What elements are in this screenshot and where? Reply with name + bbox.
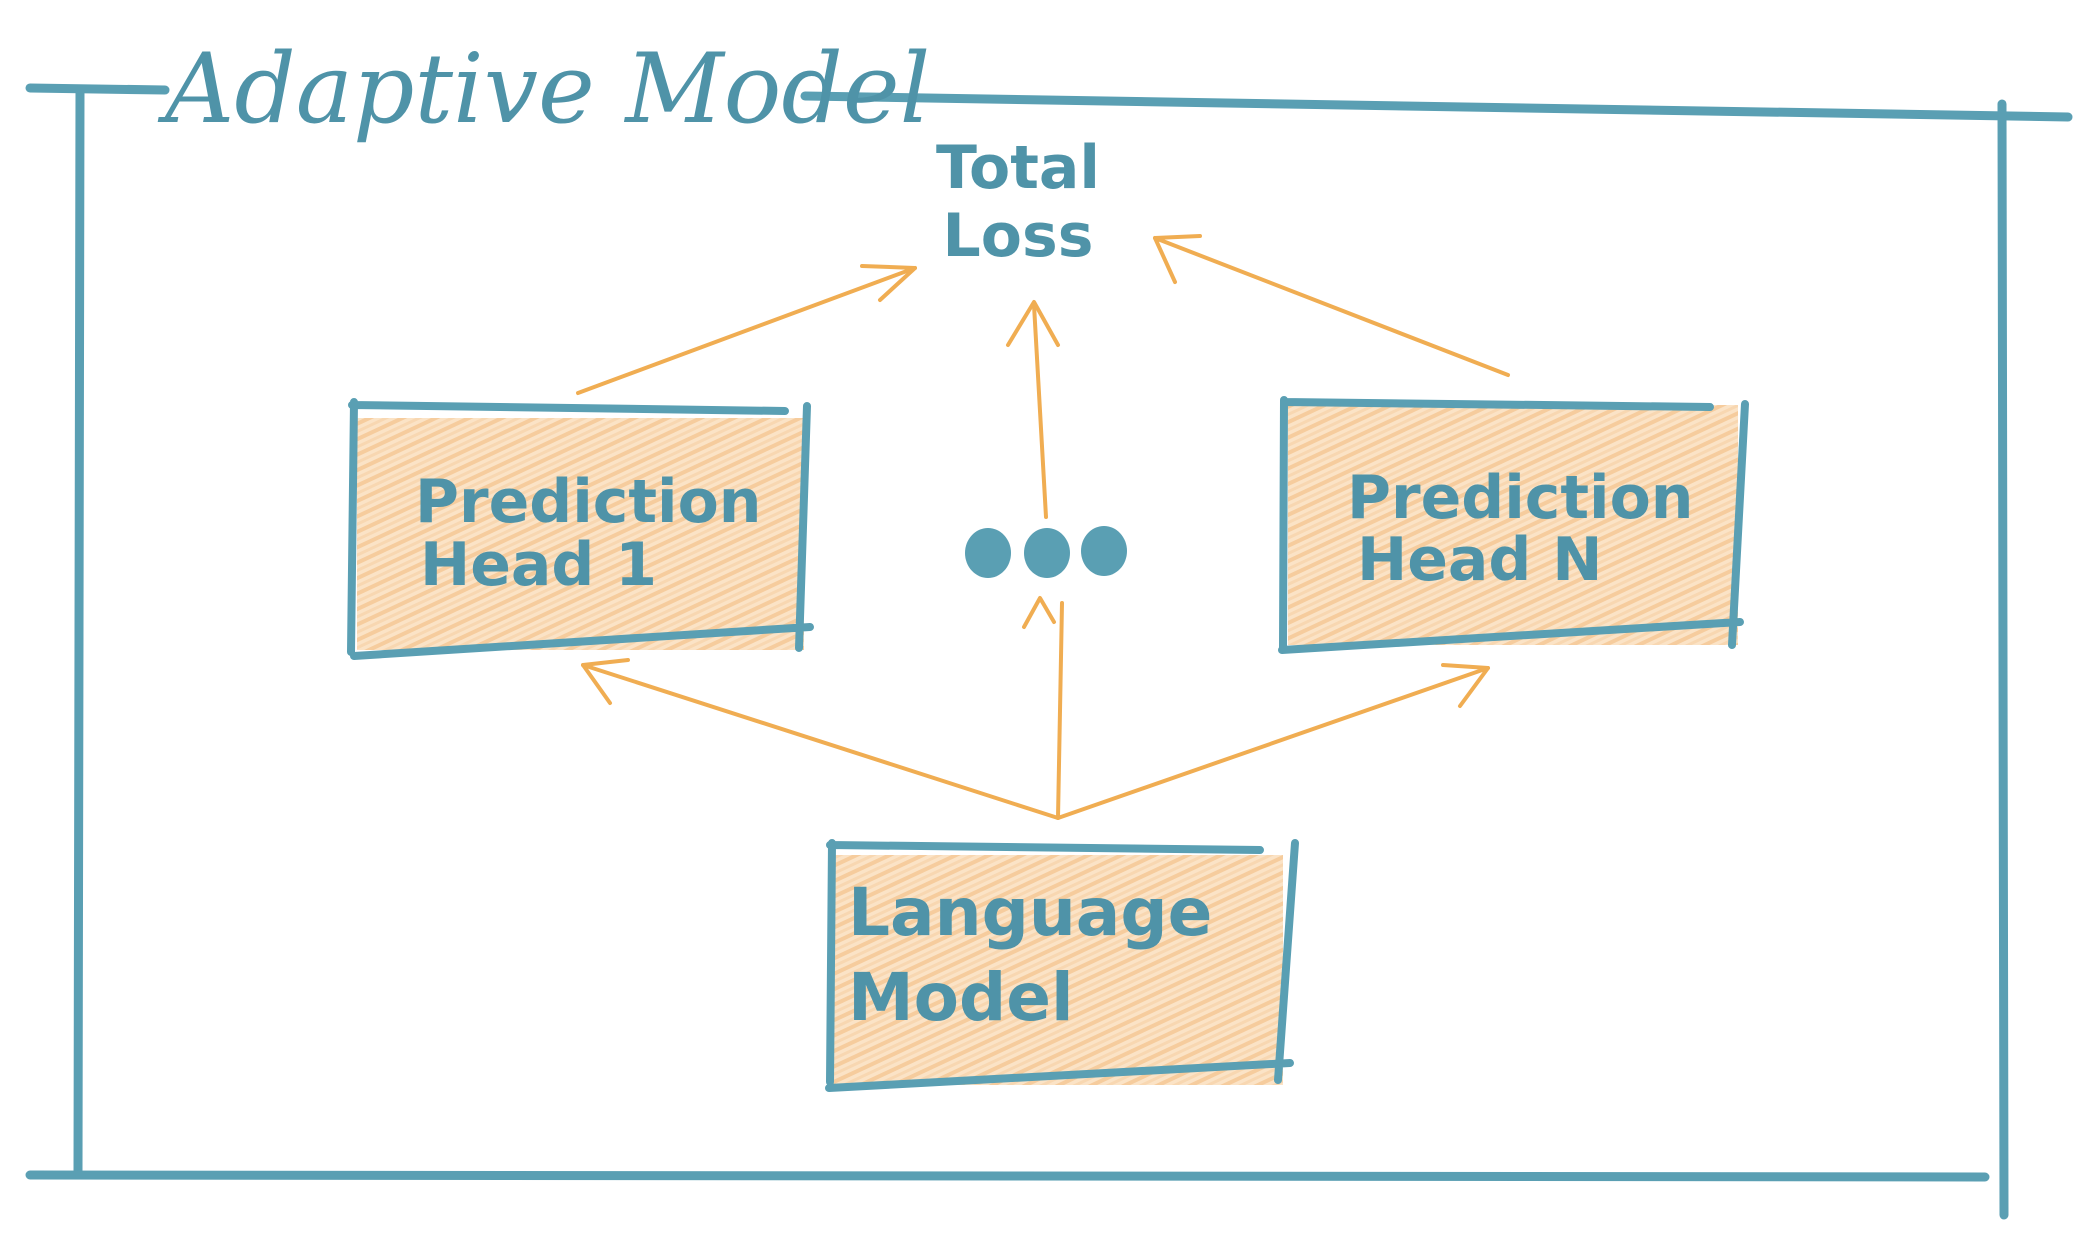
frame-top-right-line [800,91,2073,122]
arrowhead-lm-to-dots [1022,596,1056,629]
arrowhead-lm-to-head1 [581,658,630,705]
language-model-outline [825,839,1299,1092]
total-loss-line2: Loss [943,201,1094,271]
frame-left-line [73,85,85,1177]
prediction-head-n-fill [1288,405,1738,645]
total-loss-line1: Total [936,133,1100,203]
arrow-lm-to-dots [1056,601,1064,820]
frame-bottom-line [25,1170,1990,1182]
adaptive-model-frame [25,83,2073,1220]
arrowhead-dots-to-loss [1006,300,1060,347]
arrow-headn-to-loss [1153,236,1510,377]
diagram-title: Adaptive Model [157,33,930,145]
arrowhead-lm-to-headn [1441,663,1490,708]
arrows [576,234,1510,820]
prediction-head-1-line1: Prediction [415,467,762,537]
prediction-head-n-line2: Head N [1357,525,1602,595]
prediction-head-1-line2: Head 1 [420,530,657,600]
arrow-head1-to-loss [576,266,917,395]
prediction-head-n-outline [1278,396,1749,654]
arrowhead-headn-to-loss [1153,234,1202,284]
arrow-dots-to-loss [1032,303,1048,519]
arrow-lm-to-headn [1056,666,1490,820]
arrowhead-head1-to-loss [860,264,917,302]
ellipsis-dots [965,526,1127,578]
language-model-fill [833,855,1283,1085]
frame-right-line [1997,99,2009,1220]
language-model-line1: Language [848,874,1212,951]
prediction-head-1-fill [357,418,804,650]
ellipsis-dot [965,528,1011,578]
ellipsis-dot [1024,528,1070,578]
ellipsis-dot [1081,526,1127,576]
prediction-head-n-line1: Prediction [1347,463,1694,533]
language-model-line2: Model [848,959,1074,1036]
prediction-head-1-outline [347,398,814,660]
total-loss-label: Total Loss [936,133,1100,271]
arrow-lm-to-head1 [581,663,1060,820]
prediction-head-n-box: Prediction Head N [1278,396,1749,654]
language-model-box: Language Model [825,839,1299,1092]
frame-top-left-line [25,83,170,95]
prediction-head-1-box: Prediction Head 1 [347,398,814,660]
